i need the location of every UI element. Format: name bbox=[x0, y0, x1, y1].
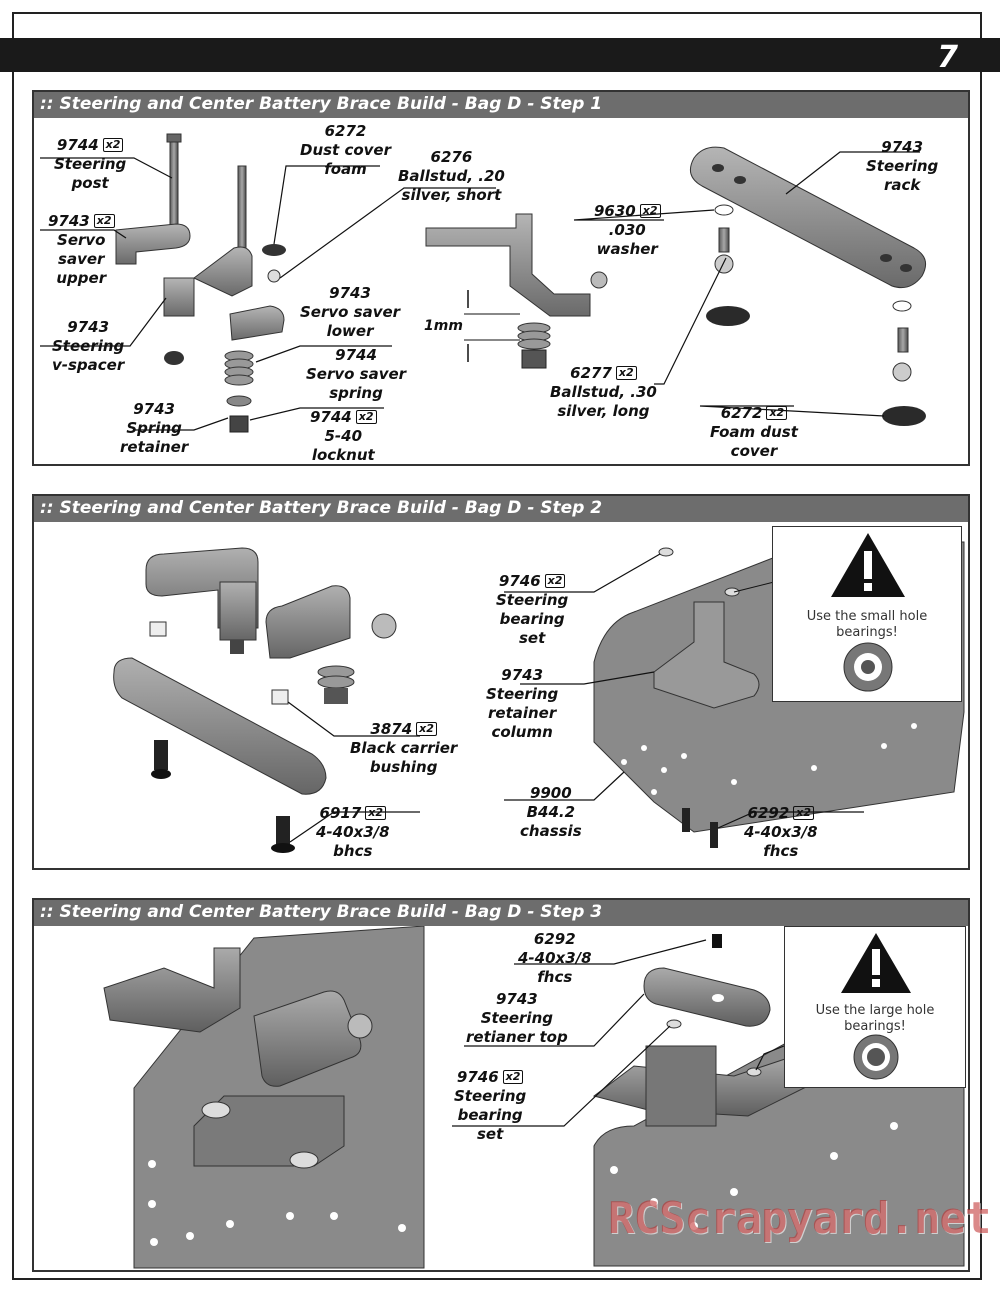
steering-post-shape bbox=[169, 135, 179, 227]
label-6276-ballstud: 6276 Ballstud, .20 silver, short bbox=[398, 148, 505, 204]
step1-panel: :: Steering and Center Battery Brace Bui… bbox=[32, 90, 970, 466]
dimension-1mm: 1mm bbox=[424, 318, 463, 334]
step3-panel: :: Steering and Center Battery Brace Bui… bbox=[32, 898, 970, 1272]
top-bar bbox=[0, 38, 1000, 72]
label-9743-v-spacer: 9743 Steering v-spacer bbox=[52, 318, 125, 374]
ballstud-assembly-shape bbox=[425, 213, 591, 317]
step2-warning-box: Use the small hole bearings! bbox=[772, 526, 962, 702]
step3-steering-right-shape bbox=[253, 990, 362, 1087]
step2-header: :: Steering and Center Battery Brace Bui… bbox=[34, 496, 968, 522]
step3-title: :: Steering and Center Battery Brace Bui… bbox=[40, 902, 603, 922]
label-6272-dust-cover: 6272 Dust cover foam bbox=[300, 122, 391, 178]
label-9743-retainer-top: 9743 Steering retianer top bbox=[466, 990, 568, 1046]
warning-triangle-icon bbox=[831, 533, 905, 692]
label-9743-servo-saver-lower: 9743 Servo saver lower bbox=[300, 284, 401, 340]
page-number: 7 bbox=[937, 40, 958, 75]
step2-warning-line1: Use the small hole bbox=[806, 609, 928, 624]
watermark: RCScrapyard.net bbox=[608, 1193, 991, 1244]
label-6292-fhcs: 6292 4-40x3/8 fhcs bbox=[518, 930, 592, 986]
steering-rack-shape bbox=[113, 657, 327, 795]
step3-header: :: Steering and Center Battery Brace Bui… bbox=[34, 900, 968, 926]
step3-warning-line2: bearings! bbox=[844, 1019, 906, 1034]
label-9744-servo-saver-spring: 9744 Servo saver spring bbox=[306, 346, 407, 402]
retainer-column-shape bbox=[653, 601, 760, 709]
label-9743-retainer-column: 9743 Steering retainer column bbox=[486, 666, 559, 741]
step2-panel: :: Steering and Center Battery Brace Bui… bbox=[32, 494, 970, 870]
step3-retainer-top-shape bbox=[643, 967, 771, 1027]
steering-rack-shape bbox=[689, 146, 927, 289]
label-9743-steering-rack: 9743 Steering rack bbox=[866, 138, 939, 194]
step3-warning-line1: Use the large hole bbox=[815, 1003, 935, 1018]
step3-steering-left-shape bbox=[103, 947, 241, 1033]
label-9743-spring-retainer: 9743 Spring retainer bbox=[120, 400, 189, 456]
step1-header: :: Steering and Center Battery Brace Bui… bbox=[34, 92, 968, 118]
step1-illustration bbox=[40, 133, 927, 433]
step3-diagram: 6292 4-40x3/8 fhcs 9743 Steering retiane… bbox=[34, 926, 968, 1270]
step2-warning-line2: bearings! bbox=[836, 625, 898, 640]
step1-title: :: Steering and Center Battery Brace Bui… bbox=[40, 94, 603, 114]
label-9900-chassis: 9900 B44.2 chassis bbox=[520, 784, 582, 840]
warning-triangle-icon bbox=[841, 933, 911, 1080]
servo-saver-lower-shape bbox=[229, 305, 285, 341]
step2-title: :: Steering and Center Battery Brace Bui… bbox=[40, 498, 603, 518]
step3-warning-box: Use the large hole bearings! bbox=[784, 926, 966, 1088]
v-spacer-shape bbox=[163, 277, 195, 317]
servo-saver-upper-shape bbox=[115, 223, 191, 265]
